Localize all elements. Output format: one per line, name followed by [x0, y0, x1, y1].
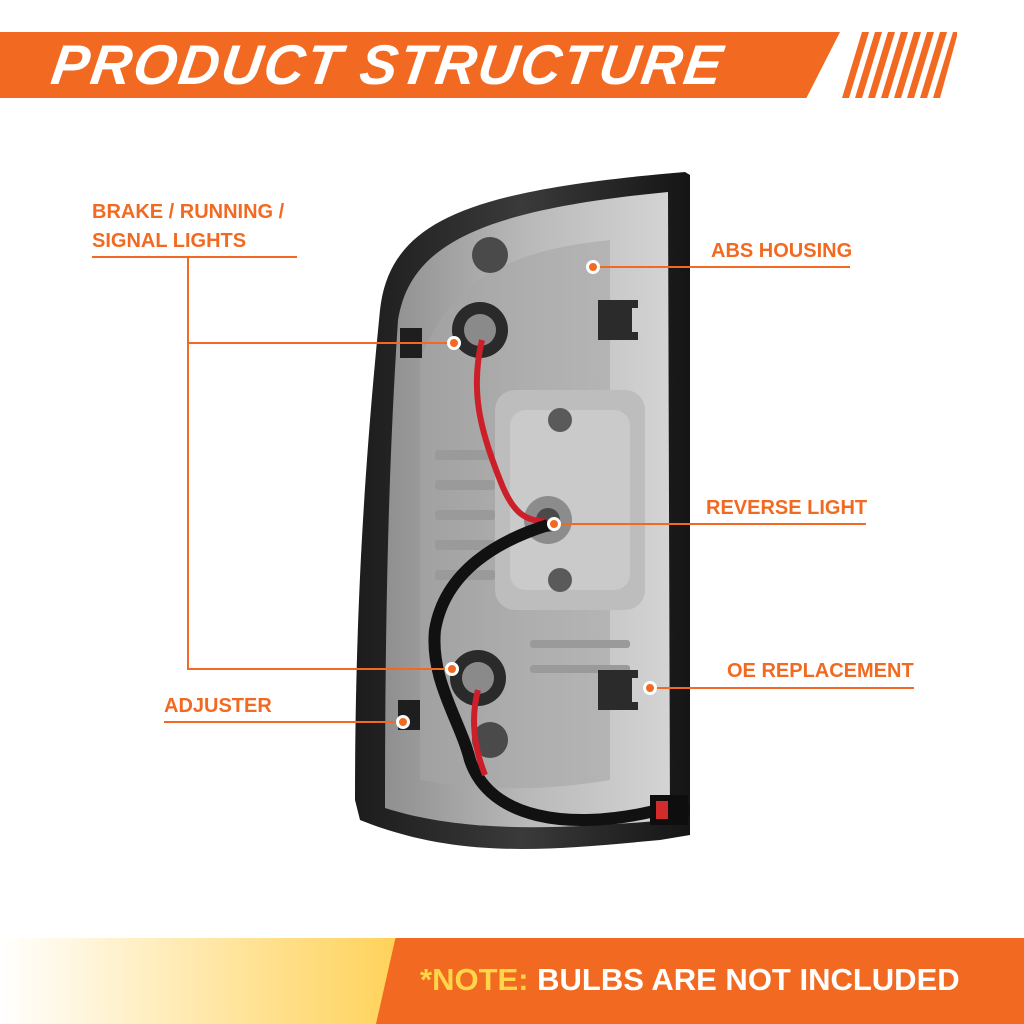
label-brake-running-signal: BRAKE / RUNNING / SIGNAL LIGHTS [92, 198, 284, 256]
note-prefix: *NOTE: [420, 962, 529, 997]
brake-bottom-marker [445, 662, 459, 676]
adjuster-marker [396, 715, 410, 729]
tail-light-illustration [355, 172, 690, 849]
note-message: BULBS ARE NOT INCLUDED [537, 962, 960, 997]
page-title: PRODUCT STRUCTURE [47, 33, 729, 96]
label-abs-underline [600, 266, 850, 268]
note-bar [376, 938, 1024, 1024]
brake-connector-vertical [187, 258, 189, 670]
abs-marker [586, 260, 600, 274]
oe-marker [643, 681, 657, 695]
brake-connector-top [187, 342, 455, 344]
label-reverse-underline [560, 523, 866, 525]
reverse-marker [547, 517, 561, 531]
header-banner [0, 32, 840, 98]
label-adjuster-underline [164, 721, 404, 723]
stripes-decoration [842, 32, 957, 98]
brake-connector-bottom [187, 668, 452, 670]
label-reverse-light: REVERSE LIGHT [706, 497, 868, 519]
label-brake-line1: BRAKE / RUNNING / [92, 201, 285, 223]
label-adjuster: ADJUSTER [164, 695, 272, 717]
label-brake-underline [92, 256, 297, 258]
label-oe-replacement: OE REPLACEMENT [727, 660, 914, 682]
label-oe-underline [655, 687, 914, 689]
bulbs-note: *NOTE: BULBS ARE NOT INCLUDED [420, 958, 960, 1002]
brake-top-marker [447, 336, 461, 350]
label-brake-line2: SIGNAL LIGHTS [92, 230, 247, 252]
note-highlight-band [0, 938, 395, 1024]
label-abs-housing: ABS HOUSING [711, 240, 853, 262]
